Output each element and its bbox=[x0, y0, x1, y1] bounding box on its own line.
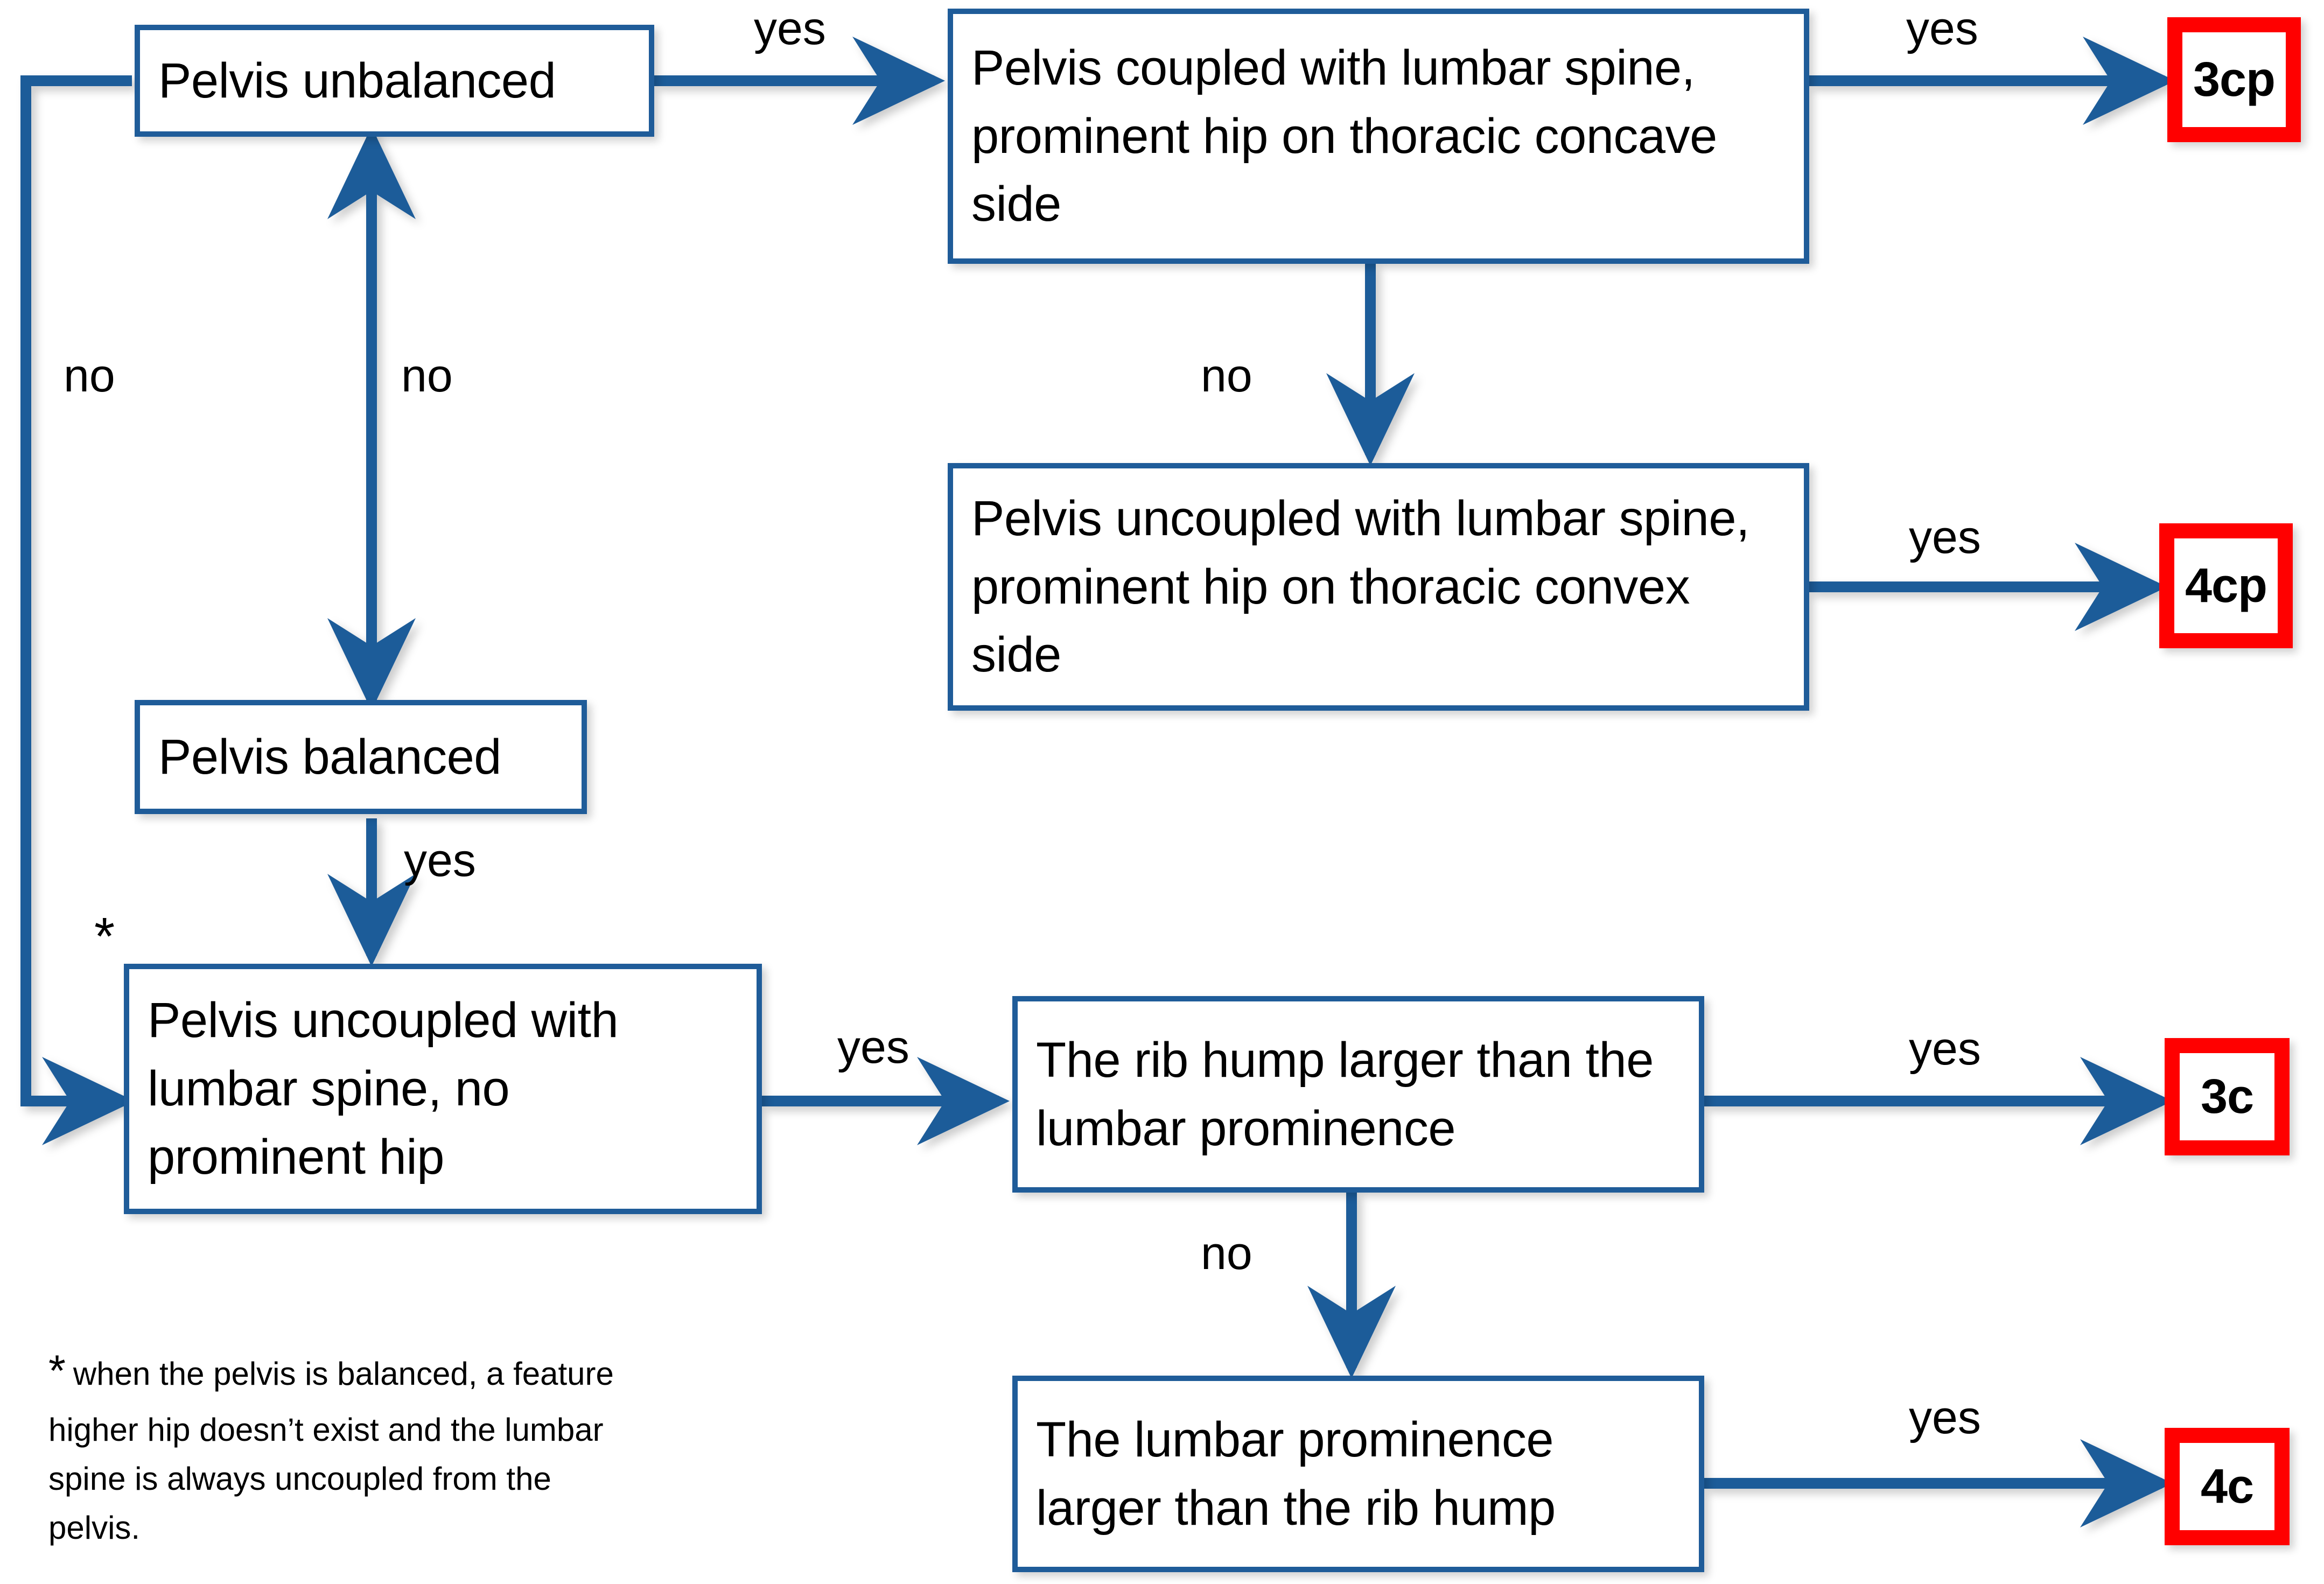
footnote-text: when the pelvis is balanced, a feature h… bbox=[48, 1356, 614, 1546]
node-lumbar-prominence-larger[interactable]: The lumbar prominence larger than the ri… bbox=[1012, 1376, 1704, 1572]
node-label: Pelvis uncoupled with lumbar spine, no p… bbox=[148, 993, 619, 1185]
edge-label-ribhump-to-3c: yes bbox=[1909, 1023, 1981, 1075]
edge-label-unbalanced-to-coupled: yes bbox=[754, 3, 826, 54]
node-label: The rib hump larger than the lumbar prom… bbox=[1036, 1032, 1654, 1156]
result-label: 4cp bbox=[2185, 559, 2267, 613]
footnote: *when the pelvis is balanced, a feature … bbox=[48, 1338, 630, 1552]
node-pelvis-balanced[interactable]: Pelvis balanced bbox=[135, 700, 587, 814]
node-label: The lumbar prominence larger than the ri… bbox=[1036, 1412, 1556, 1536]
node-pelvis-unbalanced[interactable]: Pelvis unbalanced bbox=[135, 25, 654, 137]
footnote-star-icon: * bbox=[48, 1347, 66, 1396]
result-box-4cp[interactable]: 4cp bbox=[2159, 523, 2293, 648]
edge-label-unbalanced-balanced-no: no bbox=[401, 350, 453, 402]
node-pelvis-uncoupled-convex[interactable]: Pelvis uncoupled with lumbar spine, prom… bbox=[948, 463, 1809, 711]
node-label: Pelvis uncoupled with lumbar spine, prom… bbox=[971, 490, 1750, 683]
edge-label-ribhump-to-lumbar: no bbox=[1201, 1228, 1252, 1279]
node-label: Pelvis coupled with lumbar spine, promin… bbox=[971, 40, 1717, 232]
node-pelvis-coupled-concave[interactable]: Pelvis coupled with lumbar spine, promin… bbox=[948, 9, 1809, 264]
edge-label-lumbar-to-4c: yes bbox=[1909, 1392, 1981, 1443]
edge-label-coupled-to-uncoupled-convex: no bbox=[1201, 350, 1252, 402]
edge-label-uncouplednohip-to-ribhump: yes bbox=[837, 1021, 909, 1073]
result-box-3cp[interactable]: 3cp bbox=[2167, 17, 2301, 142]
edge-label-uncoupledconvex-to-4cp: yes bbox=[1909, 511, 1981, 563]
edge-loop-no-to-uncoupled-nohip bbox=[20, 75, 135, 1145]
result-label: 4c bbox=[2200, 1460, 2254, 1513]
edge-label-balanced-to-uncoupled-nohip: yes bbox=[404, 835, 476, 886]
node-label: Pelvis balanced bbox=[158, 729, 501, 784]
edge-label-loop-no: no bbox=[64, 350, 115, 402]
result-label: 3c bbox=[2200, 1070, 2254, 1124]
node-pelvis-uncoupled-no-hip[interactable]: Pelvis uncoupled with lumbar spine, no p… bbox=[124, 964, 762, 1214]
node-label: Pelvis unbalanced bbox=[158, 53, 556, 108]
result-box-4c[interactable]: 4c bbox=[2165, 1428, 2290, 1545]
asterisk-marker: * bbox=[94, 907, 115, 966]
node-rib-hump-larger[interactable]: The rib hump larger than the lumbar prom… bbox=[1012, 996, 1704, 1193]
edge-label-coupled-to-3cp: yes bbox=[1906, 3, 1978, 54]
result-label: 3cp bbox=[2193, 53, 2276, 107]
result-box-3c[interactable]: 3c bbox=[2165, 1038, 2290, 1155]
